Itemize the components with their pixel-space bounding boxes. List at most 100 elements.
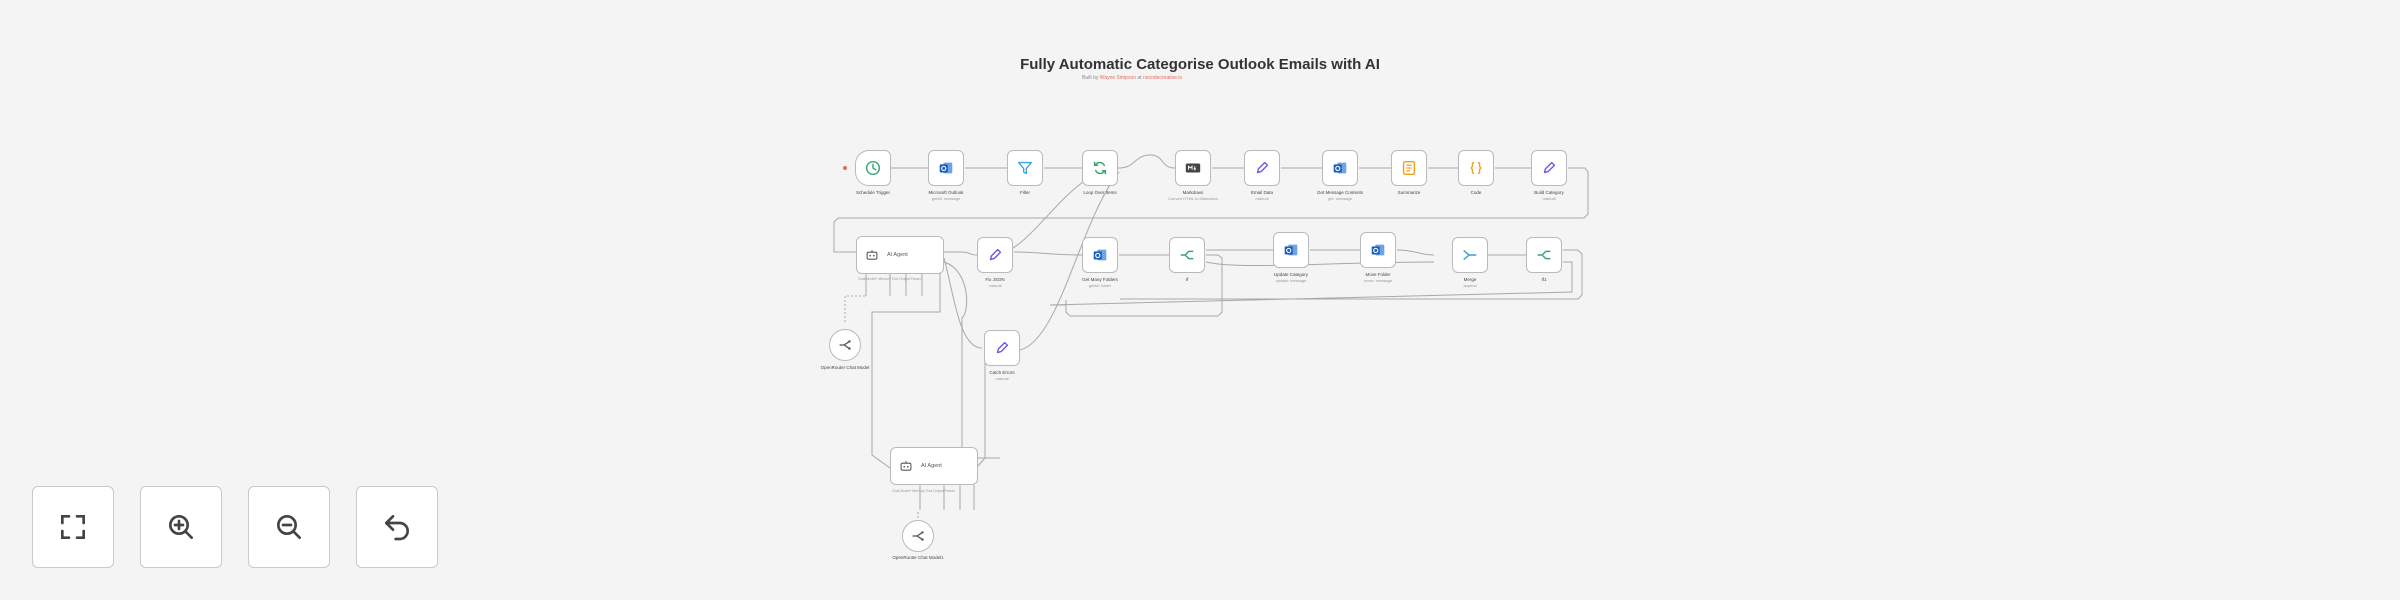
node-summarize-title: Summarize: [1397, 190, 1421, 195]
node-if-label: If: [1142, 277, 1232, 283]
node-catch-errors[interactable]: [984, 330, 1020, 366]
node-email-data[interactable]: [1244, 150, 1280, 186]
node-if1[interactable]: [1526, 237, 1562, 273]
node-build-category[interactable]: [1531, 150, 1567, 186]
node-markdown-sub: Convert HTML to Markdown: [1168, 196, 1218, 201]
zoom-out-button[interactable]: [248, 486, 330, 568]
node-catch-errors-title: Catch Errors: [989, 370, 1015, 375]
pencil-icon: [1543, 161, 1556, 174]
author-link[interactable]: Wayne Simpson: [1099, 75, 1137, 81]
node-ai-agent-1[interactable]: AI Agent: [856, 236, 944, 274]
clock-icon: [865, 160, 881, 176]
zoom-out-icon: [277, 515, 301, 539]
byline-at: at: [1137, 75, 1142, 81]
node-openrouter-chat-model1-title: OpenRouter Chat Model1: [892, 555, 944, 560]
pencil-icon: [996, 341, 1009, 354]
node-schedule-trigger-title: Schedule Trigger: [855, 190, 891, 195]
branch-icon: [1537, 250, 1551, 260]
fit-view-button[interactable]: [32, 486, 114, 568]
robot-icon: [866, 250, 878, 260]
merge-icon: [1463, 249, 1477, 261]
node-update-category[interactable]: [1273, 232, 1309, 268]
node-ai-agent-2-title: AI Agent: [921, 463, 942, 469]
node-merge-sub: append: [1463, 283, 1477, 288]
node-loop-over-items-title: Loop Over Items: [1083, 190, 1117, 195]
node-markdown[interactable]: [1175, 150, 1211, 186]
node-schedule-trigger-label: Schedule Trigger: [828, 190, 918, 196]
zoom-in-button[interactable]: [140, 486, 222, 568]
node-openrouter-chat-model[interactable]: [829, 329, 861, 361]
node-get-outlook-emails[interactable]: [928, 150, 964, 186]
node-loop-over-items[interactable]: [1082, 150, 1118, 186]
node-summarize-label: Summarize: [1364, 190, 1454, 196]
node-catch-errors-sub: manual: [995, 376, 1009, 381]
workflow-byline: Built by Wayne Simpson at nocodecreative…: [1082, 75, 1182, 81]
node-update-category-sub: update: message: [1275, 278, 1307, 283]
summarize-icon: [1402, 160, 1416, 176]
node-merge[interactable]: [1452, 237, 1488, 273]
pencil-icon: [989, 248, 1002, 261]
node-summarize[interactable]: [1391, 150, 1427, 186]
node-ai-agent-2-ports: Chat Model* Memory Tool Output Parser: [892, 489, 955, 493]
model-icon: [839, 340, 851, 350]
node-fix-json[interactable]: [977, 237, 1013, 273]
node-build-category-sub: manual: [1542, 196, 1556, 201]
braces-icon: [1470, 161, 1482, 175]
branch-icon: [1180, 250, 1194, 260]
node-get-message-contents-title: Get Message Contents: [1316, 190, 1364, 195]
node-ai-agent-2[interactable]: AI Agent: [890, 447, 978, 485]
node-code[interactable]: [1458, 150, 1494, 186]
node-if-title: If: [1185, 277, 1189, 282]
node-filter[interactable]: [1007, 150, 1043, 186]
byline-prefix: Built by: [1082, 75, 1099, 81]
node-get-outlook-emails-title: Microsoft Outlook: [928, 190, 964, 195]
node-schedule-trigger[interactable]: [855, 150, 891, 186]
node-loop-over-items-label: Loop Over Items: [1055, 190, 1145, 196]
node-markdown-title: Markdown: [1182, 190, 1204, 195]
node-move-folder-title: Move Folder: [1365, 272, 1391, 277]
node-if[interactable]: [1169, 237, 1205, 273]
node-code-label: Code: [1431, 190, 1521, 196]
node-get-message-contents-sub: get: message: [1327, 196, 1352, 201]
node-fix-json-title: Fix JSON: [985, 277, 1005, 282]
filter-icon: [1018, 161, 1032, 175]
node-if1-label: If1: [1499, 277, 1589, 283]
undo-icon: [385, 515, 409, 541]
node-move-folder[interactable]: [1360, 232, 1396, 268]
outlook-icon: [1284, 244, 1298, 256]
robot-icon: [900, 461, 912, 471]
node-get-many-folders-title: Get Many Folders: [1082, 277, 1118, 282]
markdown-icon: [1185, 163, 1201, 173]
loop-icon: [1093, 161, 1107, 175]
node-get-message-contents[interactable]: [1322, 150, 1358, 186]
pencil-icon: [1256, 161, 1269, 174]
company-link[interactable]: nocodecreative.io: [1142, 75, 1183, 81]
node-build-category-title: Build Category: [1534, 190, 1564, 195]
fullscreen-icon: [61, 515, 85, 539]
reset-zoom-button[interactable]: [356, 486, 438, 568]
node-get-many-folders-sub: getAll: folder: [1088, 283, 1112, 288]
node-update-category-title: Update Category: [1273, 272, 1309, 277]
node-openrouter-chat-model1[interactable]: [902, 520, 934, 552]
node-fix-json-sub: manual: [988, 283, 1002, 288]
node-filter-label: Filter: [980, 190, 1070, 196]
node-merge-title: Merge: [1463, 277, 1477, 282]
trigger-marker: [843, 166, 847, 170]
node-email-data-title: Email Data: [1250, 190, 1273, 195]
node-get-many-folders[interactable]: [1082, 237, 1118, 273]
node-filter-title: Filter: [1020, 190, 1030, 195]
node-openrouter-chat-model-label: OpenRouter Chat Model: [800, 365, 890, 371]
node-ai-agent-1-ports: Chat Model* Memory Tool Output Parser: [858, 277, 921, 281]
zoom-in-icon: [169, 515, 193, 539]
node-get-outlook-emails-sub: getAll: message: [931, 196, 961, 201]
node-if1-title: If1: [1541, 277, 1547, 282]
